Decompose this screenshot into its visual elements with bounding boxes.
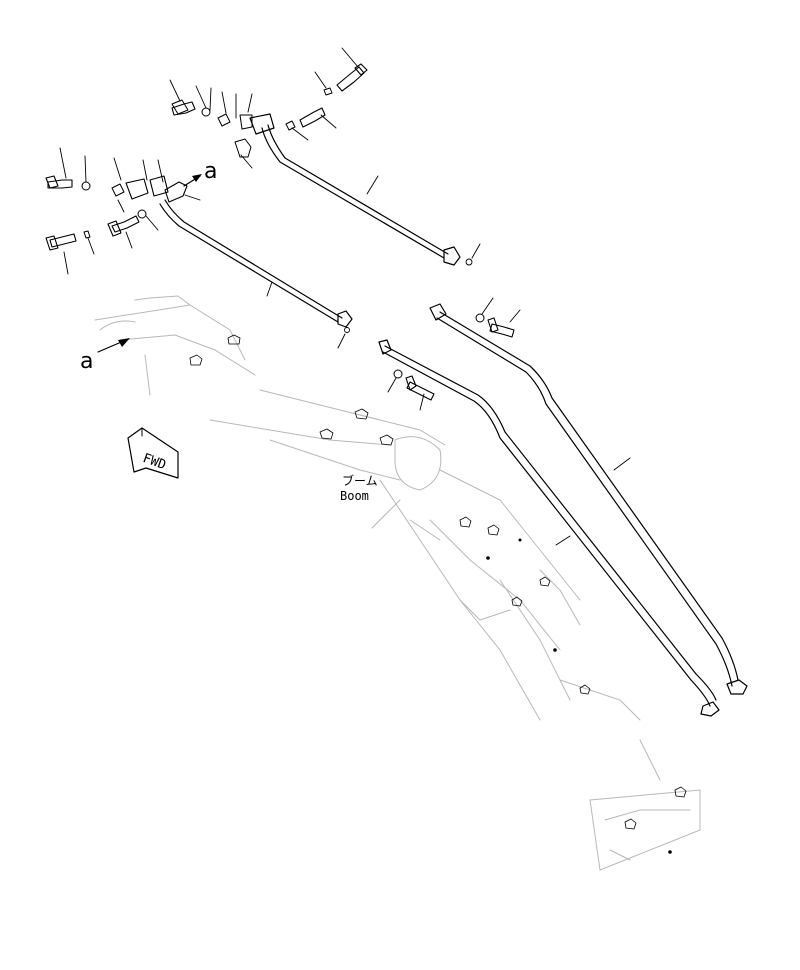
ref-a-upper-label: a [204,159,217,184]
boom-label-en: Boom [340,489,369,503]
upper-pipe-assembly [234,113,481,266]
fwd-direction-badge: FWD [127,427,179,479]
fwd-label: FWD [141,451,168,473]
middle-left-bolts [45,147,159,275]
middle-pipe-assembly [113,157,353,349]
ref-a-lower-label: a [80,349,93,374]
reference-a-lower: a [80,338,130,374]
boom-clamps [189,334,687,854]
reference-a-upper: a [183,159,217,187]
boom-background-outline [94,295,701,871]
long-lower-pipe-assembly [378,339,720,717]
boom-label-group: ブーム Boom [340,473,401,529]
upper-bolts [169,47,368,169]
right-long-pipe-assembly [429,297,748,695]
boom-label-jp: ブーム [342,473,378,488]
